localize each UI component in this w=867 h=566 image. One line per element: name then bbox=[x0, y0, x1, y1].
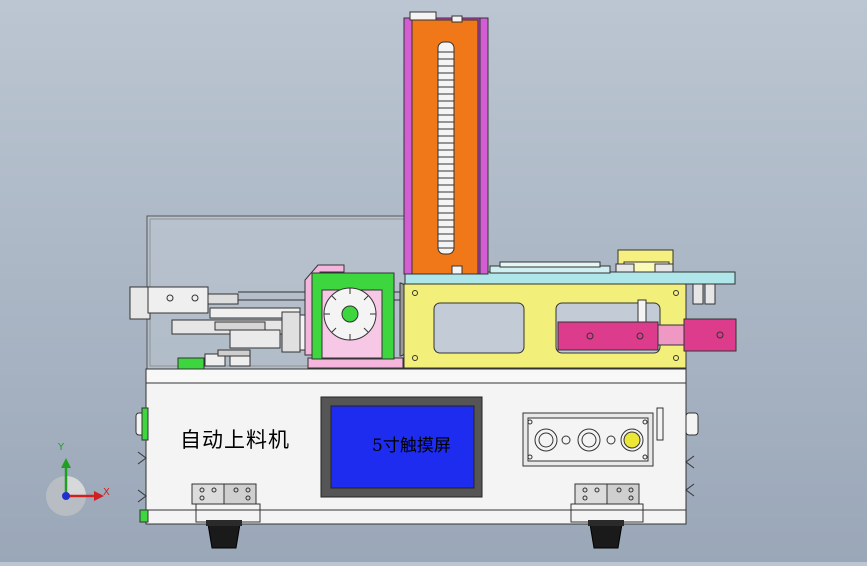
foot-right bbox=[588, 520, 624, 549]
y-axis-label: Y bbox=[58, 442, 65, 453]
coordinate-triad bbox=[46, 458, 104, 516]
touch-screen-label: 5寸触摸屏 bbox=[372, 436, 451, 456]
side-handles bbox=[135, 407, 699, 523]
top-clamp bbox=[615, 249, 674, 273]
control-panel bbox=[522, 407, 664, 467]
right-posts bbox=[637, 283, 716, 325]
x-axis-label: X bbox=[103, 487, 110, 498]
magenta-cylinder bbox=[557, 318, 737, 352]
green-sensor bbox=[177, 357, 205, 370]
push-cylinder-assembly bbox=[171, 291, 400, 367]
machine-name-label: 自动上料机 bbox=[180, 428, 290, 452]
touch-screen bbox=[320, 396, 483, 498]
foot-left bbox=[206, 520, 242, 549]
left-bracket bbox=[129, 286, 239, 320]
magazine-tower bbox=[403, 11, 489, 275]
hinge-right bbox=[570, 483, 644, 523]
roller-mount bbox=[304, 264, 413, 369]
